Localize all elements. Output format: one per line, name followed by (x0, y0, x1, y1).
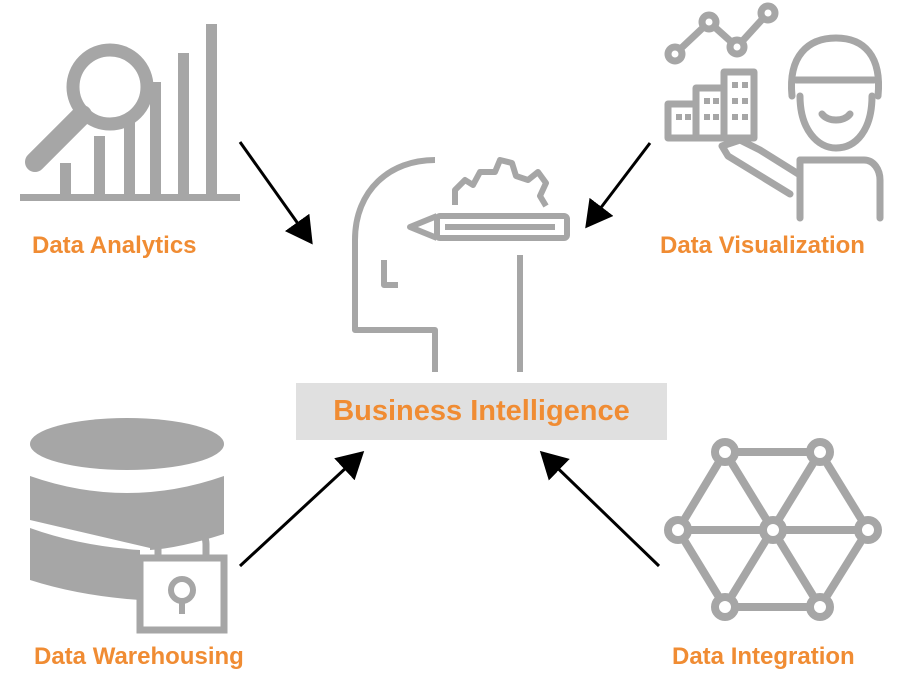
database-lock-icon (30, 418, 228, 634)
arrow-integration-to-bi (539, 450, 661, 568)
center-label: Business Intelligence (333, 395, 630, 427)
analytics-magnifier-bars-icon (20, 24, 240, 201)
head-gear-pencil-icon (352, 157, 570, 372)
label-data-analytics: Data Analytics (32, 232, 197, 259)
label-data-visualization: Data Visualization (660, 232, 865, 259)
arrow-warehousing-to-bi (238, 450, 365, 568)
label-data-integration: Data Integration (672, 643, 855, 670)
person-presenting-chart-icon (664, 2, 884, 222)
arrow-visualization-to-bi (585, 142, 652, 229)
label-data-warehousing: Data Warehousing (34, 643, 244, 670)
arrow-analytics-to-bi (238, 141, 313, 245)
center-business-intelligence-box: Business Intelligence (296, 383, 667, 440)
network-hexagon-icon (664, 438, 882, 621)
